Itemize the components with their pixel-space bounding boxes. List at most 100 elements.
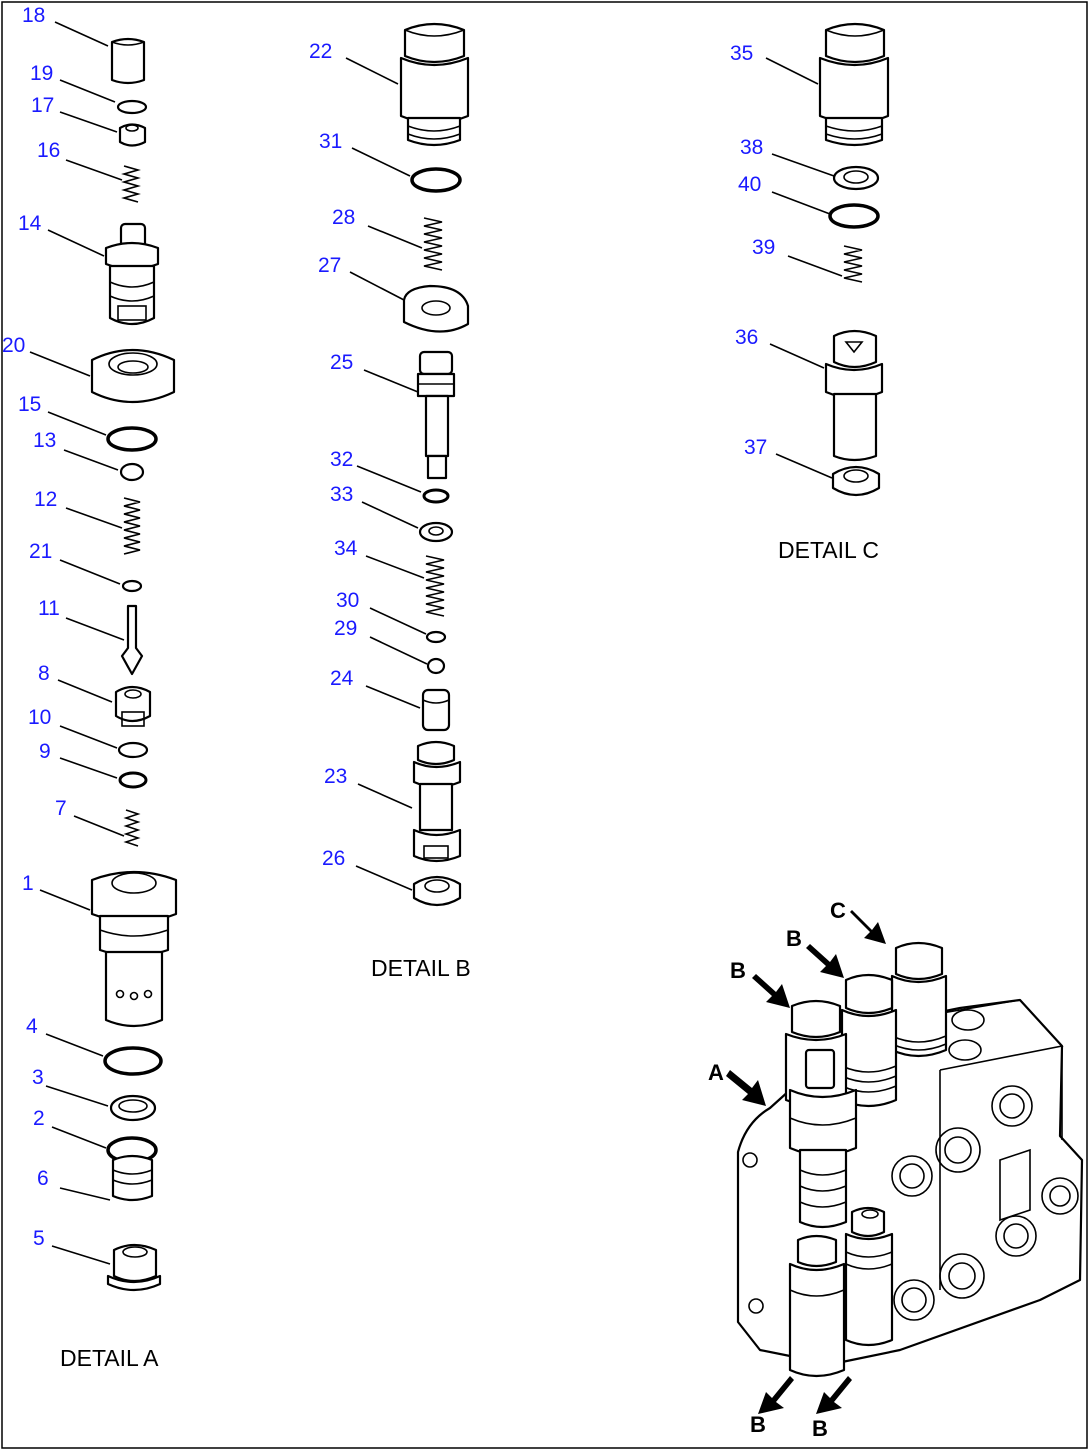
callout-24: 24 <box>330 667 354 690</box>
part-3-washer <box>109 1094 157 1122</box>
part-19-ring <box>116 99 148 115</box>
callout-33: 33 <box>330 483 353 506</box>
callout-22: 22 <box>309 40 332 63</box>
callout-13: 13 <box>33 429 56 452</box>
callout-10: 10 <box>28 706 51 729</box>
callout-7: 7 <box>55 797 67 820</box>
part-38-washer <box>832 165 880 191</box>
callout-21: 21 <box>29 540 52 563</box>
callout-1: 1 <box>22 872 34 895</box>
callout-40: 40 <box>738 173 761 196</box>
callout-18: 18 <box>22 4 45 27</box>
overview-valve-c <box>890 941 948 1058</box>
part-23-sleeve <box>412 740 462 863</box>
callout-11: 11 <box>38 597 60 620</box>
callout-20: 20 <box>2 334 25 357</box>
callout-34: 34 <box>334 537 358 560</box>
part-22-cap <box>399 22 470 147</box>
arrow-a <box>726 1070 766 1106</box>
detail-a-leaders <box>29 21 125 1265</box>
callout-16: 16 <box>37 139 60 162</box>
part-40-o-ring <box>828 203 880 229</box>
detail-a-assembly: 18 19 17 16 14 20 15 13 12 21 11 8 10 9 … <box>2 4 178 1371</box>
part-37-nut <box>831 465 881 497</box>
detail-c-leaders <box>765 57 843 479</box>
callout-3: 3 <box>32 1066 44 1089</box>
detail-a-title: DETAIL A <box>60 1345 159 1371</box>
arrow-b-left <box>752 974 790 1008</box>
callout-36: 36 <box>735 326 758 349</box>
part-6-sleeve <box>111 1154 154 1202</box>
callout-35: 35 <box>730 42 753 65</box>
callout-32: 32 <box>330 448 353 471</box>
part-5-plug <box>106 1243 162 1292</box>
detail-b-assembly: 22 31 28 27 25 32 33 34 30 29 24 23 26 D… <box>309 22 471 981</box>
part-28-spring <box>423 217 443 271</box>
callout-4: 4 <box>26 1015 38 1038</box>
part-26-nut <box>412 875 462 907</box>
detail-b-title: DETAIL B <box>371 955 471 981</box>
part-24-piston <box>421 688 451 732</box>
view-letter-a: A <box>708 1060 724 1085</box>
callout-19: 19 <box>30 62 53 85</box>
overview-valve-b-upper <box>840 973 898 1108</box>
part-17-nut <box>118 123 147 147</box>
part-10-ring <box>117 741 149 759</box>
arrow-b-bottom-left <box>758 1376 794 1414</box>
arrow-c <box>850 910 886 944</box>
callout-9: 9 <box>39 740 51 763</box>
part-39-spring <box>843 245 863 283</box>
part-25-spool <box>416 350 456 480</box>
view-letter-b-top: B <box>786 926 802 951</box>
callout-27: 27 <box>318 254 341 277</box>
callout-6: 6 <box>37 1167 49 1190</box>
view-arrows <box>726 910 886 1414</box>
part-11-needle <box>120 604 144 676</box>
callout-30: 30 <box>336 589 359 612</box>
part-16-spring <box>121 165 141 203</box>
part-9-ring <box>118 771 148 789</box>
detail-c-title: DETAIL C <box>778 537 879 563</box>
arrow-b-top <box>806 944 844 978</box>
part-33-washer <box>418 521 454 543</box>
callout-8: 8 <box>38 662 50 685</box>
part-13-cap <box>119 462 145 482</box>
view-letter-b-bottom-left: B <box>750 1412 766 1437</box>
callout-29: 29 <box>334 617 357 640</box>
callout-37: 37 <box>744 436 767 459</box>
overview-valve-lower-right <box>844 1206 894 1347</box>
arrow-b-bottom-right <box>816 1376 852 1414</box>
part-34-spring <box>425 555 445 617</box>
callout-15: 15 <box>18 393 41 416</box>
part-29-ball <box>426 657 446 675</box>
detail-c-assembly: 35 38 40 39 36 37 DETAIL C <box>730 22 890 563</box>
callout-14: 14 <box>18 212 42 235</box>
view-letter-b-bottom-right: B <box>812 1416 828 1441</box>
part-15-o-ring <box>106 426 158 452</box>
callout-31: 31 <box>319 130 342 153</box>
part-21-washer <box>121 579 143 593</box>
part-18-cap <box>110 37 146 85</box>
valve-side-ports <box>742 1085 1079 1321</box>
part-1-valve-body <box>90 870 178 1028</box>
part-4-o-ring <box>103 1046 163 1076</box>
part-31-o-ring <box>410 167 462 193</box>
part-12-spring <box>123 497 141 555</box>
part-8-plug <box>114 685 152 727</box>
part-14-valve <box>104 222 160 326</box>
part-35-cap <box>818 22 890 147</box>
part-7-spring <box>123 809 141 847</box>
callout-5: 5 <box>33 1227 45 1250</box>
part-32-ring <box>422 488 450 504</box>
part-36-piston <box>824 329 884 462</box>
part-27-plate <box>402 284 470 333</box>
overview-valve-a <box>788 1048 858 1229</box>
part-30-washer <box>425 630 447 644</box>
callout-12: 12 <box>34 488 57 511</box>
part-20-hex-nut <box>90 348 176 404</box>
overview-valve-lower-left <box>788 1234 846 1378</box>
callout-2: 2 <box>33 1107 45 1130</box>
callout-38: 38 <box>740 136 763 159</box>
